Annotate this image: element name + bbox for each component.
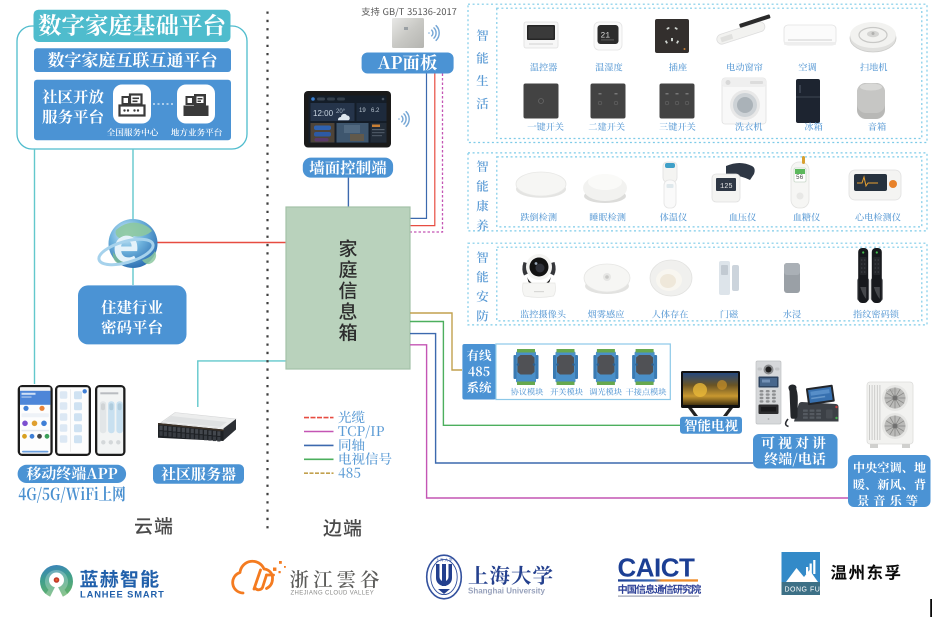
svg-text:56: 56 — [796, 174, 804, 181]
svg-text:19: 19 — [359, 108, 366, 114]
svg-text:20°: 20° — [336, 109, 346, 115]
svg-text:上 海 大 学: 上 海 大 学 — [436, 557, 453, 562]
svg-text:12:00: 12:00 — [313, 109, 334, 118]
svg-text:125: 125 — [720, 183, 733, 191]
svg-text:LANHEE SMART: LANHEE SMART — [80, 590, 165, 600]
svg-text:6.2: 6.2 — [371, 108, 380, 114]
svg-text:Shanghai University: Shanghai University — [468, 587, 545, 596]
svg-text:21: 21 — [601, 32, 611, 41]
svg-text:GREE: GREE — [886, 388, 898, 393]
svg-text:ZHEJIANG CLOUD VALLEY: ZHEJIANG CLOUD VALLEY — [291, 591, 375, 597]
svg-text:CAICT: CAICT — [618, 553, 696, 583]
svg-text:DONG FU: DONG FU — [785, 587, 821, 594]
